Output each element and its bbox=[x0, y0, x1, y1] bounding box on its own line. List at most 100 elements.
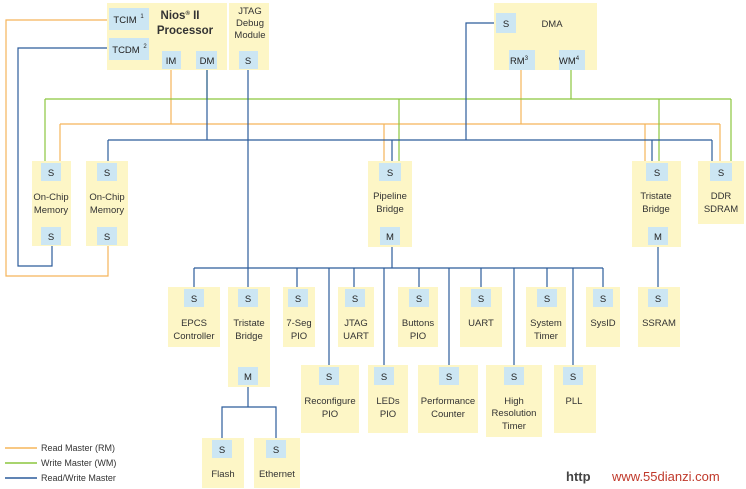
jtag-uart: S JTAG UART bbox=[338, 287, 374, 347]
svg-text:S: S bbox=[655, 294, 661, 305]
svg-text:S: S bbox=[387, 168, 393, 179]
svg-text:JTAG: JTAG bbox=[238, 6, 262, 17]
performance-counter: S Performance Counter bbox=[418, 365, 478, 433]
svg-text:Bridge: Bridge bbox=[376, 204, 403, 215]
svg-text:PIO: PIO bbox=[380, 409, 396, 420]
svg-text:S: S bbox=[570, 372, 576, 383]
svg-text:S: S bbox=[295, 294, 301, 305]
ssram: S SSRAM bbox=[638, 287, 680, 347]
svg-text:PLL: PLL bbox=[566, 396, 583, 407]
im-port bbox=[162, 51, 181, 69]
svg-text:Module: Module bbox=[234, 30, 265, 41]
flash: S Flash bbox=[202, 438, 244, 488]
svg-text:DM: DM bbox=[200, 56, 215, 67]
svg-text:http: http bbox=[566, 469, 591, 484]
svg-text:PIO: PIO bbox=[410, 331, 426, 342]
svg-text:RM3: RM3 bbox=[510, 56, 529, 67]
svg-text:S: S bbox=[48, 232, 54, 243]
tristate-bridge-top: S Tristate Bridge M bbox=[632, 161, 681, 247]
svg-text:Buttons: Buttons bbox=[402, 318, 434, 329]
svg-text:PIO: PIO bbox=[322, 409, 338, 420]
svg-text:On-Chip: On-Chip bbox=[33, 192, 68, 203]
tcim-label: TCIM bbox=[113, 15, 136, 26]
svg-text:S: S bbox=[352, 294, 358, 305]
ddr-sdram: S DDR SDRAM bbox=[698, 161, 744, 224]
nios-ii-processor: TCIM 1 TCDM 2 Nios® II Processor IM DM J… bbox=[107, 3, 269, 70]
svg-text:Memory: Memory bbox=[34, 205, 69, 216]
svg-text:S: S bbox=[381, 372, 387, 383]
svg-text:Pipeline: Pipeline bbox=[373, 191, 407, 202]
ethernet: S Ethernet bbox=[254, 438, 300, 488]
svg-text:UART: UART bbox=[468, 318, 494, 329]
pipeline-bridge: S Pipeline Bridge M bbox=[368, 161, 412, 247]
svg-text:S: S bbox=[104, 168, 110, 179]
svg-text:M: M bbox=[244, 372, 252, 383]
svg-text:PIO: PIO bbox=[291, 331, 307, 342]
processor-title: Processor bbox=[157, 25, 214, 37]
svg-text:S: S bbox=[326, 372, 332, 383]
reconfigure-pio: S Reconfigure PIO bbox=[301, 365, 359, 433]
svg-text:S: S bbox=[511, 372, 517, 383]
watermark: http www.55dianzi.com bbox=[566, 469, 720, 484]
leds-pio: S LEDs PIO bbox=[368, 365, 408, 433]
svg-text:S: S bbox=[654, 168, 660, 179]
write-master-wires bbox=[44, 69, 732, 163]
high-resolution-timer: S High Resolution Timer bbox=[486, 365, 542, 437]
svg-text:WM4: WM4 bbox=[559, 56, 580, 67]
svg-text:M: M bbox=[386, 232, 394, 243]
tcdm-label: TCDM bbox=[112, 45, 140, 56]
on-chip-memory-2: S On-Chip Memory S bbox=[86, 161, 128, 246]
read-write-master-wires bbox=[17, 22, 713, 440]
dma-block: S DMA RM3 WM4 bbox=[494, 3, 597, 70]
svg-text:M: M bbox=[654, 232, 662, 243]
tcdm-port bbox=[109, 38, 149, 60]
dma-title: DMA bbox=[541, 19, 563, 30]
on-chip-memory-1: S On-Chip Memory S bbox=[32, 161, 71, 246]
legend: Read Master (RM) Write Master (WM) Read/… bbox=[5, 443, 116, 483]
svg-text:Timer: Timer bbox=[502, 421, 526, 432]
svg-text:S: S bbox=[416, 294, 422, 305]
svg-text:S: S bbox=[503, 19, 509, 30]
read-master-wires bbox=[5, 19, 721, 277]
svg-text:Controller: Controller bbox=[173, 331, 214, 342]
svg-text:S: S bbox=[245, 294, 251, 305]
uart: S UART bbox=[460, 287, 502, 347]
svg-text:www.55dianzi.com: www.55dianzi.com bbox=[611, 469, 720, 484]
svg-text:S: S bbox=[245, 56, 251, 67]
svg-text:EPCS: EPCS bbox=[181, 318, 207, 329]
svg-text:Flash: Flash bbox=[211, 469, 234, 480]
svg-text:Performance: Performance bbox=[421, 396, 475, 407]
svg-text:Memory: Memory bbox=[90, 205, 125, 216]
svg-text:On-Chip: On-Chip bbox=[89, 192, 124, 203]
epcs-controller: S EPCS Controller bbox=[168, 287, 220, 347]
svg-text:S: S bbox=[219, 445, 225, 456]
svg-text:S: S bbox=[104, 232, 110, 243]
svg-text:LEDs: LEDs bbox=[376, 396, 399, 407]
svg-text:SysID: SysID bbox=[590, 318, 615, 329]
svg-text:JTAG: JTAG bbox=[344, 318, 368, 329]
dma-rm-port bbox=[509, 50, 535, 70]
svg-text:2: 2 bbox=[143, 44, 147, 50]
svg-text:Resolution: Resolution bbox=[492, 408, 537, 419]
tcim-port bbox=[109, 8, 149, 30]
legend-read-write: Read/Write Master bbox=[41, 473, 116, 483]
system-timer: S System Timer bbox=[526, 287, 566, 347]
svg-text:Ethernet: Ethernet bbox=[259, 469, 295, 480]
svg-text:Bridge: Bridge bbox=[235, 331, 262, 342]
svg-text:S: S bbox=[446, 372, 452, 383]
svg-text:S: S bbox=[273, 445, 279, 456]
svg-text:DDR: DDR bbox=[711, 191, 732, 202]
dma-wm-port bbox=[559, 50, 585, 70]
svg-text:SDRAM: SDRAM bbox=[704, 204, 738, 215]
svg-text:Counter: Counter bbox=[431, 409, 465, 420]
sysid: S SysID bbox=[586, 287, 620, 347]
svg-text:S: S bbox=[191, 294, 197, 305]
legend-read: Read Master (RM) bbox=[41, 443, 115, 453]
buttons-pio: S Buttons PIO bbox=[398, 287, 438, 347]
svg-text:Tristate: Tristate bbox=[233, 318, 264, 329]
svg-text:S: S bbox=[600, 294, 606, 305]
dm-port bbox=[196, 51, 217, 69]
svg-text:High: High bbox=[504, 396, 524, 407]
svg-text:Reconfigure: Reconfigure bbox=[304, 396, 355, 407]
